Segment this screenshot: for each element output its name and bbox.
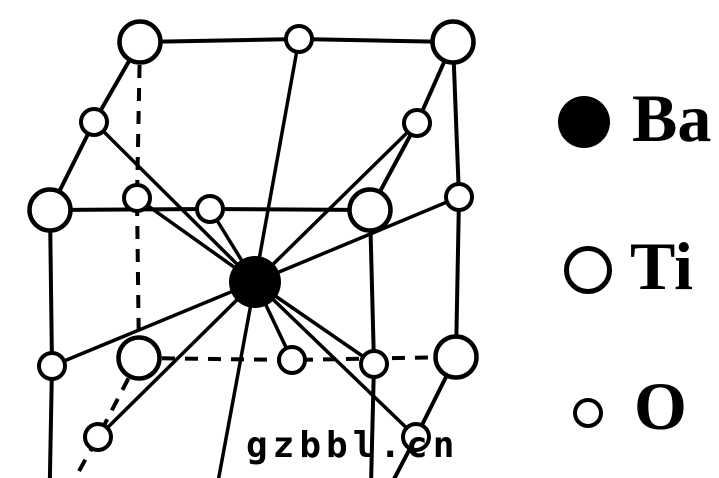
- o-atom: [402, 108, 432, 138]
- cube-edge-solid: [47, 209, 55, 478]
- o-atom: [122, 183, 152, 213]
- ba-o-bond: [96, 280, 257, 439]
- o-atom: [284, 24, 314, 54]
- ba-atom: [229, 256, 281, 308]
- ti-atom: [433, 334, 479, 380]
- ti-atom: [430, 19, 476, 65]
- o-atom: [359, 349, 389, 379]
- ba-o-bond: [51, 280, 256, 368]
- cube-edge-dashed: [72, 357, 141, 478]
- ti-atom: [117, 19, 163, 65]
- ba-atom-group: [229, 256, 281, 308]
- o-atom: [195, 194, 225, 224]
- ba-o-bond: [253, 280, 418, 439]
- ba-o-bond: [253, 38, 301, 283]
- cube-edge-dashed: [138, 355, 457, 363]
- ba-o-bond: [92, 120, 257, 284]
- o-atom: [37, 351, 67, 381]
- ti-atoms: [27, 19, 479, 381]
- cube-edge-dashed: [134, 41, 142, 359]
- watermark: gzbbl.cn: [246, 425, 460, 466]
- ti-atom: [27, 187, 73, 233]
- o-atom: [401, 422, 431, 452]
- ba-o-bond: [253, 121, 419, 284]
- o-atom: [277, 345, 307, 375]
- ba-o-bond: [254, 195, 460, 284]
- o-atom: [444, 182, 474, 212]
- ti-atom: [116, 335, 162, 381]
- ti-atom: [347, 187, 393, 233]
- ba-o-bond: [216, 281, 257, 478]
- o-atom: [83, 422, 113, 452]
- o-atom: [79, 107, 109, 137]
- o-atoms: [37, 24, 474, 452]
